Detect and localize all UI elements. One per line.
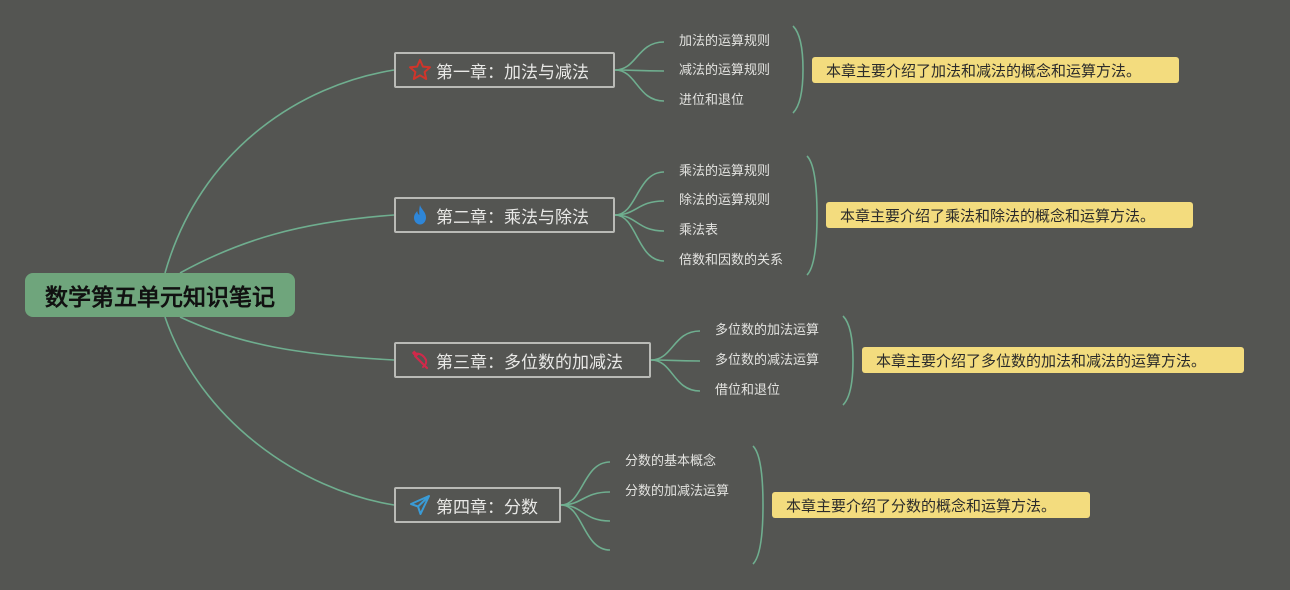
summary-brace-1 [792,25,804,114]
chapter-title: 第四章：分数 [436,497,538,518]
topic-connector-2-4 [614,214,665,262]
topic-connector-1-3 [614,69,665,102]
topic-item[interactable]: 多位数的减法运算 [715,353,820,368]
topic-item[interactable]: 加法的运算规则 [679,34,771,49]
root-connector-2 [179,214,395,274]
root-connector-1 [164,69,395,274]
topic-item[interactable]: 乘法表 [679,223,719,238]
topic-item[interactable]: 分数的基本概念 [625,454,717,469]
topic-connector-3-3 [650,359,701,392]
summary-note-4[interactable]: 本章主要介绍了分数的概念和运算方法。 [772,492,1090,518]
summary-brace-2 [806,155,818,276]
chapter-title: 第三章：多位数的加减法 [436,352,623,373]
topic-connector-3-1 [650,330,701,361]
chapter-node-3[interactable]: 第三章：多位数的加减法 [394,342,651,378]
topic-item[interactable]: 进位和退位 [679,93,745,108]
topic-item[interactable]: 除法的运算规则 [679,193,771,208]
summary-text: 本章主要介绍了多位数的加法和减法的运算方法。 [876,351,1207,370]
topic-item[interactable]: 分数的加减法运算 [625,484,730,499]
summary-brace-3 [842,315,854,406]
topic-connector-4-1 [560,461,611,506]
chapter-node-1[interactable]: 第一章：加法与减法 [394,52,615,88]
summary-note-2[interactable]: 本章主要介绍了乘法和除法的概念和运算方法。 [826,202,1193,228]
root-title: 数学第五单元知识笔记 [45,285,275,311]
topic-item[interactable]: 借位和退位 [715,383,781,398]
topic-item[interactable]: 乘法的运算规则 [679,164,771,179]
summary-note-1[interactable]: 本章主要介绍了加法和减法的概念和运算方法。 [812,57,1179,83]
root-connector-4 [164,316,395,506]
star-icon [408,58,432,82]
hammer-sickle-icon [408,348,432,372]
summary-text: 本章主要介绍了加法和减法的概念和运算方法。 [826,61,1142,80]
flame-icon [408,203,432,227]
topic-item[interactable]: 多位数的加法运算 [715,323,820,338]
summary-note-3[interactable]: 本章主要介绍了多位数的加法和减法的运算方法。 [862,347,1244,373]
root-node[interactable]: 数学第五单元知识笔记 [25,273,295,317]
topic-connector-1-1 [614,41,665,71]
topic-connector-4-4 [560,504,611,551]
chapter-node-4[interactable]: 第四章：分数 [394,487,561,523]
chapter-node-2[interactable]: 第二章：乘法与除法 [394,197,615,233]
chapter-title: 第一章：加法与减法 [436,62,589,83]
summary-brace-4 [752,445,764,565]
summary-text: 本章主要介绍了分数的概念和运算方法。 [786,496,1057,515]
summary-text: 本章主要介绍了乘法和除法的概念和运算方法。 [840,206,1156,225]
root-connector-3 [179,316,395,361]
chapter-title: 第二章：乘法与除法 [436,207,589,228]
topic-item[interactable]: 倍数和因数的关系 [679,253,784,268]
paper-plane-icon [408,493,432,517]
topic-connector-2-1 [614,171,665,216]
topic-item[interactable]: 减法的运算规则 [679,63,771,78]
